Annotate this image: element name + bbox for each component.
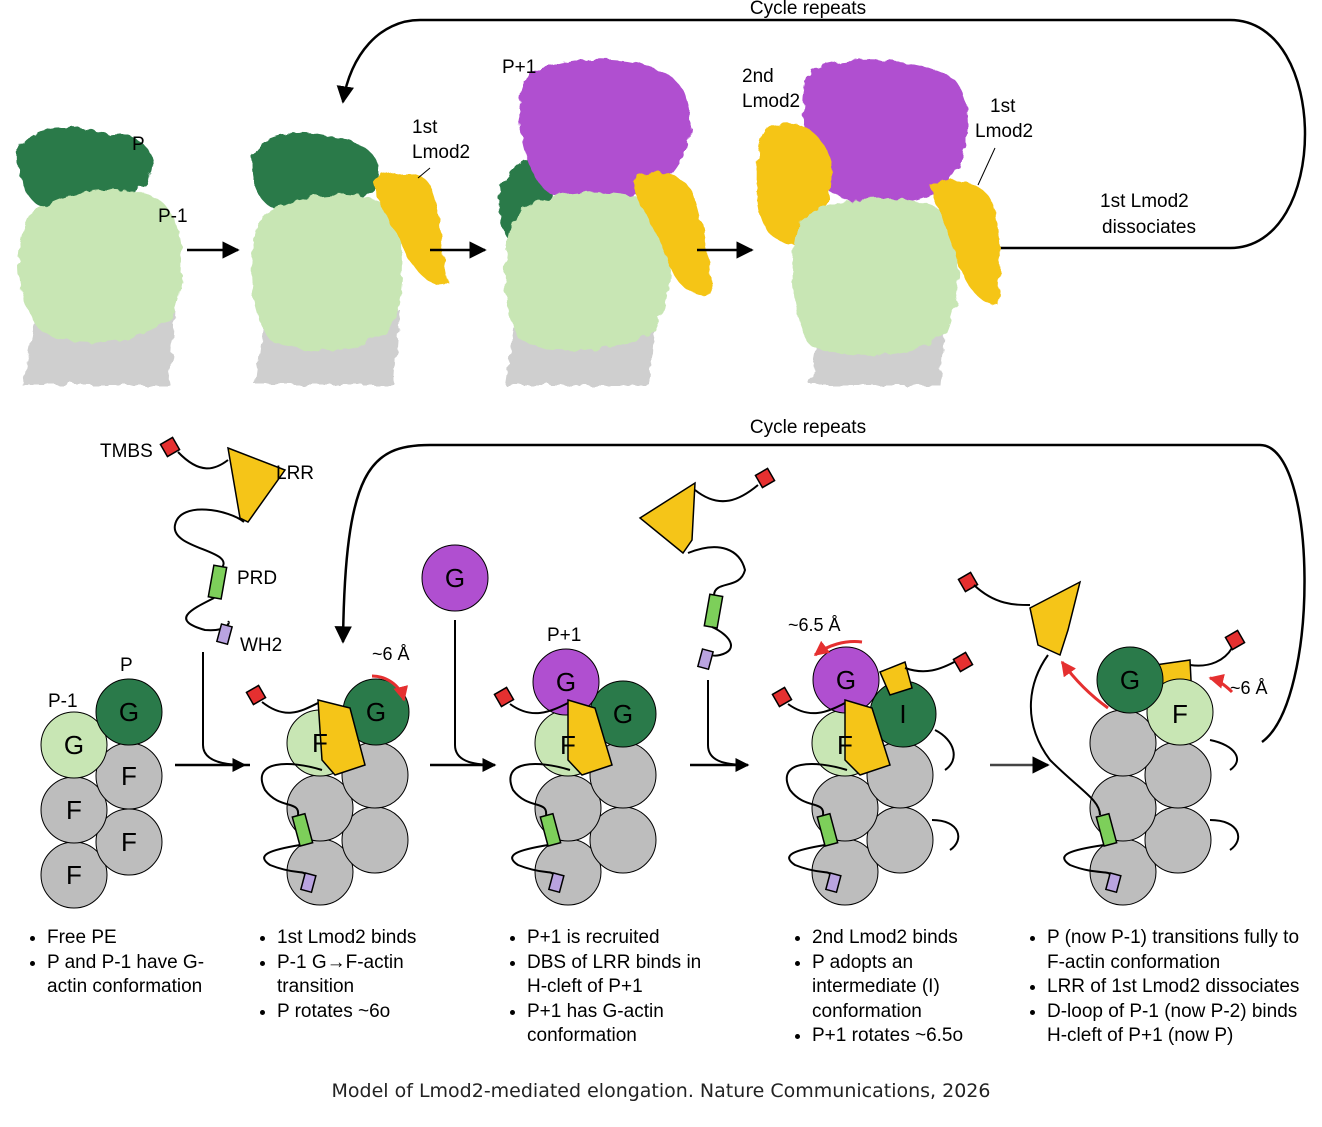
s1-label-p: P: [120, 655, 133, 676]
label-p: P: [132, 134, 145, 155]
label-prd: PRD: [237, 568, 277, 589]
s4-shift: ~6.5 Å: [788, 615, 841, 635]
s3-letter-g-pp1: G: [556, 667, 576, 697]
stage-3-filament: [493, 648, 657, 906]
bottom-cycle-arrow: [334, 443, 1306, 744]
density-map-1: [17, 127, 182, 385]
label-p-plus-1: P+1: [502, 57, 536, 78]
notes-stage-3: P+1 is recruited DBS of LRR binds in H-c…: [505, 926, 720, 1049]
bottom-arrow-3: [707, 680, 750, 772]
density-map-3: [498, 58, 712, 385]
prd-domain: [207, 564, 228, 600]
s2-shift: ~6 Å: [372, 644, 410, 664]
label-lrr: LRR: [276, 463, 314, 484]
figure-caption: Model of Lmod2-mediated elongation. Natu…: [331, 1080, 991, 1102]
s1-letter-f-2: F: [66, 795, 82, 825]
bottom-arrow-2: [454, 620, 497, 772]
notes-stage-5: P (now P-1) transitions fully to F-actin…: [1025, 926, 1315, 1049]
note-item: DBS of LRR binds in H-cleft of P+1: [527, 951, 720, 1000]
label-1st-lmod2-c: 1st: [990, 96, 1016, 117]
label-1st-lmod2-b: Lmod2: [412, 142, 470, 163]
s1-letter-g-pm1: G: [64, 730, 84, 760]
bottom-arrow-1: [202, 652, 247, 772]
density-map-4: [756, 59, 1000, 385]
note-item: 1st Lmod2 binds: [277, 926, 465, 951]
note-item: P rotates ~6o: [277, 1000, 465, 1025]
wh2-domain: [215, 623, 234, 646]
label-1st-lmod2-d: Lmod2: [975, 121, 1033, 142]
s4-letter-g: G: [836, 665, 856, 695]
free-lmod2-1: [159, 436, 287, 646]
s3-letter-g-p: G: [613, 699, 633, 729]
note-item: Free PE: [47, 926, 235, 951]
notes-stage-1: Free PE P and P-1 have G-actin conformat…: [25, 926, 235, 1000]
label-tmbs: TMBS: [100, 441, 153, 462]
top-cycle-label: Cycle repeats: [750, 0, 866, 19]
s5-letter-g: G: [1120, 665, 1140, 695]
s3-label-pp1: P+1: [547, 625, 581, 646]
note-item: P and P-1 have G-actin conformation: [47, 951, 235, 1000]
notes-stage-4: 2nd Lmod2 binds P adopts an intermediate…: [790, 926, 995, 1049]
s4-letter-i: I: [899, 699, 906, 729]
free-g-actin: [421, 544, 489, 612]
s1-letter-f-4: F: [66, 860, 82, 890]
tmbs-domain: [159, 436, 181, 458]
note-item: D-loop of P-1 (now P-2) binds H-cleft of…: [1047, 1000, 1315, 1049]
s1-letter-g-p: G: [119, 697, 139, 727]
stage-5-filament: [957, 571, 1246, 906]
label-2nd-lmod2-a: 2nd: [742, 66, 774, 87]
note-item: P+1 rotates ~6.5o: [812, 1024, 995, 1049]
s1-letter-f-1: F: [121, 761, 137, 791]
top-cycle-arrow: [336, 18, 1307, 250]
s5-letter-f: F: [1172, 699, 1188, 729]
s2-letter-f: F: [312, 728, 328, 758]
note-item: P+1 has G-actin conformation: [527, 1000, 720, 1049]
stage-2-filament: [245, 674, 410, 906]
note-item: P+1 is recruited: [527, 926, 720, 951]
free-g-letter: G: [445, 563, 465, 593]
notes-stage-2: 1st Lmod2 binds P-1 G→F-actin transition…: [255, 926, 465, 1024]
note-item: P-1 G→F-actin transition: [277, 951, 465, 1000]
note-item: 2nd Lmod2 binds: [812, 926, 995, 951]
free-lmod2-2: [638, 467, 776, 671]
s1-label-pm1: P-1: [48, 691, 78, 712]
label-dissociates-a: 1st Lmod2: [1100, 191, 1189, 212]
stage-1-filament: [40, 678, 163, 909]
stage-4-filament: [771, 640, 974, 906]
density-map-2: [250, 132, 448, 385]
s5-shift: ~6 Å: [1230, 678, 1268, 698]
label-wh2: WH2: [240, 635, 282, 656]
lrr-domain: [227, 446, 287, 523]
s1-letter-f-3: F: [121, 827, 137, 857]
label-1st-lmod2-a: 1st: [412, 117, 438, 138]
leader-1st-lmod2: [417, 167, 431, 179]
note-item: LRR of 1st Lmod2 dissociates: [1047, 975, 1315, 1000]
bottom-cycle-label: Cycle repeats: [750, 417, 866, 438]
note-item: P adopts an intermediate (I) conformatio…: [812, 951, 995, 1025]
s3-letter-f: F: [560, 730, 576, 760]
s2-letter-g: G: [366, 697, 386, 727]
label-p-minus-1: P-1: [158, 206, 188, 227]
leader-1st-lmod2-2: [977, 147, 996, 186]
s4-letter-f: F: [837, 730, 853, 760]
label-dissociates-b: dissociates: [1102, 217, 1196, 238]
note-item: P (now P-1) transitions fully to F-actin…: [1047, 926, 1315, 975]
label-2nd-lmod2-b: Lmod2: [742, 91, 800, 112]
